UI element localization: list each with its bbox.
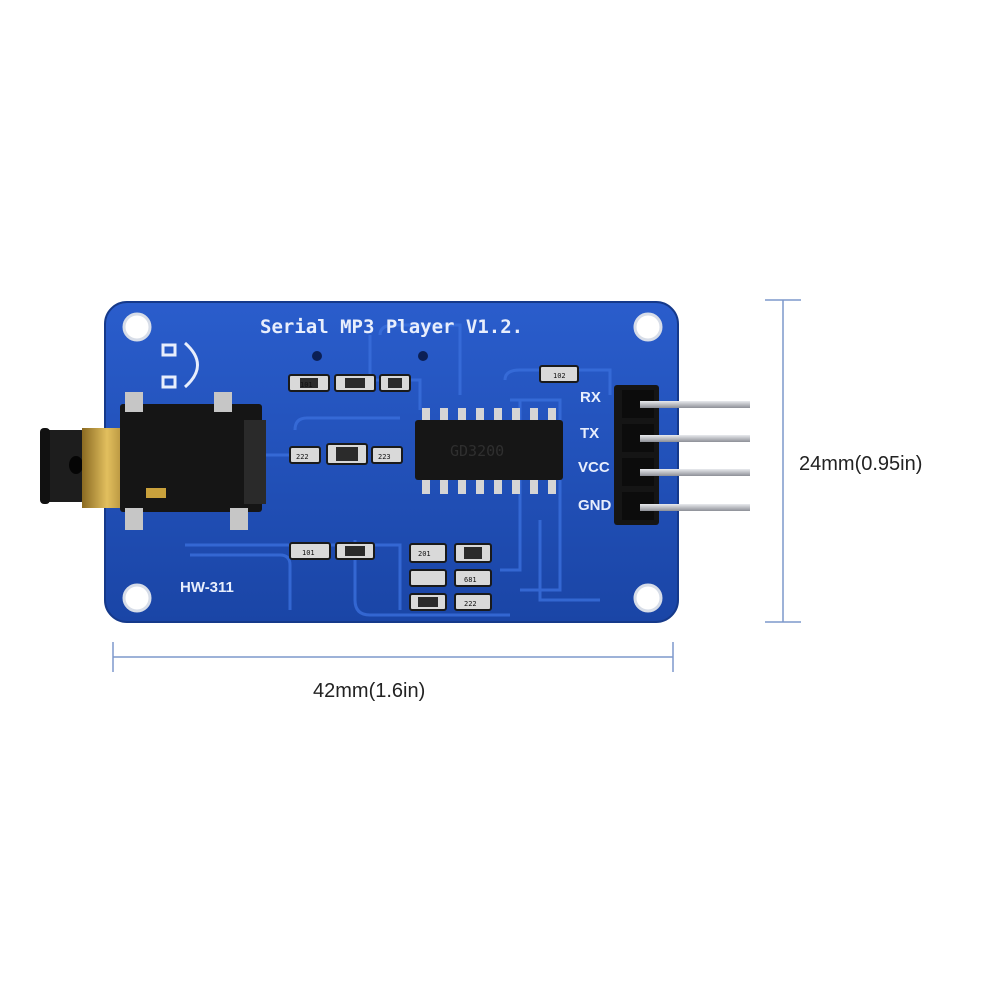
chip-marking: GD3200 [450,442,504,460]
pin-label-tx: TX [580,425,599,442]
pcb-traces [185,323,612,617]
component-label: 681 [464,576,477,584]
pin-label-vcc: VCC [578,459,610,476]
component-label: 222 [464,600,477,608]
width-dimension-line [112,642,674,672]
model-label: HW-311 [180,579,234,596]
component-label: 223 [378,453,391,461]
width-dimension-label: 42mm(1.6in) [313,680,426,702]
audio-jack [40,392,266,530]
component-label: 102 [553,372,566,380]
component-label: 101 [302,549,315,557]
speaker-icon [161,341,199,389]
pin-label-gnd: GND [578,497,612,514]
pin-header [614,385,750,525]
height-dimension-label: 24mm(0.95in) [799,453,923,475]
board-title: Serial MP3 Player V1.2. [260,316,523,338]
component-label: 222 [296,453,309,461]
mounting-holes [122,312,663,613]
height-dimension-line [765,299,801,623]
ic-chip: GD3200 [415,408,563,494]
component-label: 201 [418,550,431,558]
pin-label-rx: RX [580,389,601,406]
component-label: 101 [300,381,313,389]
